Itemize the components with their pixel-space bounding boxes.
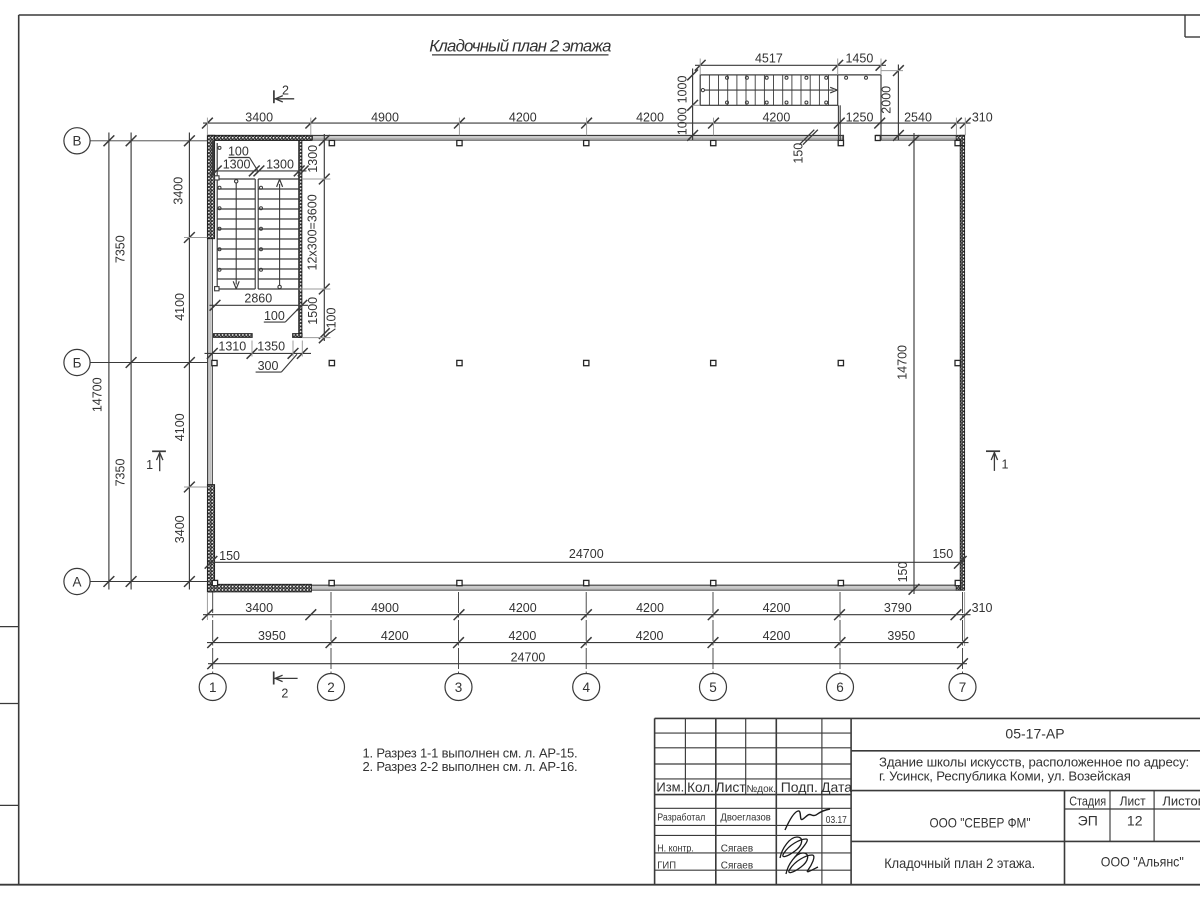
svg-text:А: А bbox=[72, 574, 81, 589]
svg-text:310: 310 bbox=[972, 601, 993, 615]
svg-text:4900: 4900 bbox=[371, 601, 399, 615]
svg-text:1250: 1250 bbox=[846, 110, 874, 124]
svg-text:100: 100 bbox=[264, 309, 285, 323]
svg-text:2: 2 bbox=[327, 680, 335, 695]
svg-text:150: 150 bbox=[932, 547, 953, 561]
svg-text:Разработал: Разработал bbox=[657, 811, 705, 823]
svg-text:4200: 4200 bbox=[636, 629, 664, 643]
svg-text:Двоеглазов: Двоеглазов bbox=[720, 811, 771, 823]
svg-text:1350: 1350 bbox=[257, 340, 285, 354]
svg-text:ЭП: ЭП bbox=[1078, 812, 1098, 828]
svg-text:3: 3 bbox=[455, 680, 463, 695]
svg-text:Б: Б bbox=[73, 355, 82, 370]
svg-text:Подп.: Подп. bbox=[781, 779, 818, 795]
svg-text:3400: 3400 bbox=[245, 601, 273, 615]
svg-text:4200: 4200 bbox=[636, 110, 664, 124]
svg-text:150: 150 bbox=[219, 549, 240, 563]
svg-text:1300: 1300 bbox=[223, 157, 251, 171]
svg-text:ООО "СЕВЕР ФМ": ООО "СЕВЕР ФМ" bbox=[930, 814, 1031, 830]
svg-text:4200: 4200 bbox=[381, 629, 409, 643]
svg-text:4100: 4100 bbox=[173, 413, 187, 441]
svg-text:03.17: 03.17 bbox=[826, 814, 847, 826]
svg-text:100: 100 bbox=[325, 308, 339, 329]
svg-text:4200: 4200 bbox=[636, 601, 664, 615]
svg-text:24700: 24700 bbox=[569, 547, 604, 561]
svg-text:100: 100 bbox=[228, 144, 249, 158]
svg-text:Изм.: Изм. bbox=[656, 780, 684, 795]
svg-text:1000: 1000 bbox=[675, 107, 689, 135]
svg-text:Лист: Лист bbox=[715, 779, 746, 795]
svg-text:Кол.: Кол. bbox=[687, 780, 714, 795]
svg-text:Стадия: Стадия bbox=[1069, 793, 1106, 808]
svg-text:2540: 2540 bbox=[904, 110, 932, 124]
svg-text:Кладочный план 2 этажа: Кладочный план 2 этажа bbox=[429, 37, 611, 56]
svg-text:24700: 24700 bbox=[511, 650, 546, 664]
svg-text:3950: 3950 bbox=[258, 629, 286, 643]
svg-text:2: 2 bbox=[282, 84, 289, 98]
svg-text:4200: 4200 bbox=[763, 629, 791, 643]
svg-text:ООО "Альянс": ООО "Альянс" bbox=[1101, 853, 1184, 869]
svg-text:1: 1 bbox=[209, 680, 217, 695]
svg-text:310: 310 bbox=[972, 110, 993, 124]
svg-text:4200: 4200 bbox=[762, 110, 790, 124]
svg-text:Сягаев: Сягаев bbox=[721, 843, 754, 855]
svg-text:2: 2 bbox=[281, 687, 288, 701]
svg-text:6: 6 bbox=[836, 680, 844, 695]
svg-text:Здание школы искусств, располо: Здание школы искусств, расположенное по … bbox=[879, 755, 1189, 770]
svg-text:Кладочный план 2 этажа.: Кладочный план 2 этажа. bbox=[884, 855, 1035, 871]
svg-text:4: 4 bbox=[582, 680, 590, 695]
svg-text:1000: 1000 bbox=[675, 76, 689, 104]
svg-text:4200: 4200 bbox=[763, 601, 791, 615]
svg-text:3790: 3790 bbox=[884, 601, 912, 615]
svg-text:14700: 14700 bbox=[90, 377, 104, 412]
svg-text:Дата: Дата bbox=[821, 779, 852, 795]
svg-text:7350: 7350 bbox=[113, 235, 127, 263]
svg-text:14700: 14700 bbox=[895, 345, 909, 380]
svg-text:5: 5 bbox=[709, 680, 717, 695]
svg-text:300: 300 bbox=[258, 359, 279, 373]
svg-text:4200: 4200 bbox=[508, 629, 536, 643]
svg-text:г. Усинск, Республика Коми, ул: г. Усинск, Республика Коми, ул. Возейска… bbox=[879, 768, 1131, 783]
svg-text:1500: 1500 bbox=[306, 297, 320, 325]
svg-text:12х300=3600: 12х300=3600 bbox=[306, 194, 320, 270]
svg-text:1300: 1300 bbox=[266, 157, 294, 171]
svg-text:150: 150 bbox=[896, 562, 910, 583]
svg-text:4200: 4200 bbox=[509, 601, 537, 615]
svg-text:1: 1 bbox=[1002, 457, 1009, 471]
svg-text:3400: 3400 bbox=[245, 110, 273, 124]
svg-text:150: 150 bbox=[791, 143, 805, 164]
svg-text:05-17-АР: 05-17-АР bbox=[1005, 726, 1064, 742]
svg-text:12: 12 bbox=[1127, 812, 1143, 828]
svg-text:1. Разрез 1-1 выполнен см. л.: 1. Разрез 1-1 выполнен см. л. АР-15. bbox=[363, 746, 578, 761]
svg-text:Лист: Лист bbox=[1120, 793, 1146, 808]
svg-text:Листов: Листов bbox=[1162, 793, 1200, 808]
svg-text:2000: 2000 bbox=[879, 86, 893, 114]
svg-text:4517: 4517 bbox=[755, 52, 783, 66]
svg-text:ГИП: ГИП bbox=[657, 859, 676, 871]
svg-text:4200: 4200 bbox=[509, 110, 537, 124]
svg-text:Сягаев: Сягаев bbox=[721, 859, 754, 871]
svg-text:2860: 2860 bbox=[244, 292, 272, 306]
svg-text:1310: 1310 bbox=[218, 340, 246, 354]
svg-text:1: 1 bbox=[146, 458, 153, 472]
svg-text:4100: 4100 bbox=[173, 293, 187, 321]
svg-text:Н. контр.: Н. контр. bbox=[657, 843, 694, 855]
svg-text:1450: 1450 bbox=[845, 52, 873, 66]
svg-text:7350: 7350 bbox=[113, 459, 127, 487]
svg-text:3400: 3400 bbox=[172, 177, 186, 205]
svg-text:7: 7 bbox=[959, 680, 967, 695]
svg-text:В: В bbox=[72, 134, 81, 149]
svg-text:3950: 3950 bbox=[887, 629, 915, 643]
svg-text:№док.: №док. bbox=[747, 784, 776, 795]
svg-text:1300: 1300 bbox=[306, 145, 320, 173]
svg-text:2. Разрез 2-2 выполнен см. л.: 2. Разрез 2-2 выполнен см. л. АР-16. bbox=[363, 759, 578, 774]
svg-text:4900: 4900 bbox=[371, 110, 399, 124]
svg-text:3400: 3400 bbox=[173, 515, 187, 543]
